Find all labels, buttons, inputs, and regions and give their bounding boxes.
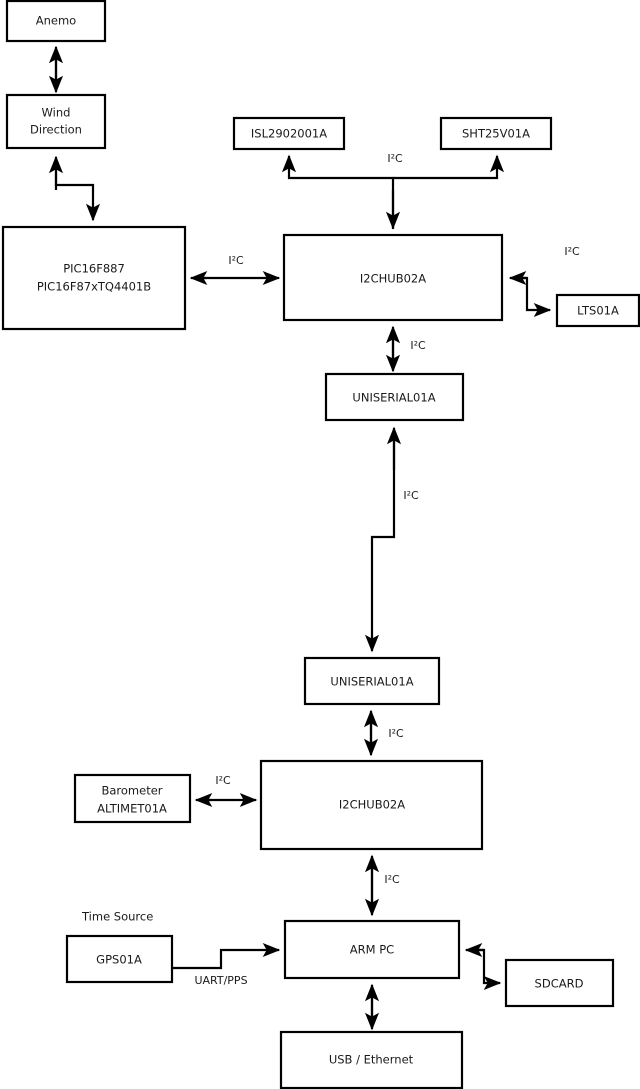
node-usb-ethernet[interactable]: USB / Ethernet — [279, 1030, 464, 1089]
node-barometer-altimet01a[interactable]: Barometer ALTIMET01A — [73, 773, 192, 824]
node-label-barometer-line2: ALTIMET01A — [97, 802, 167, 816]
edge-label-i2c-hub-lts: I²C — [564, 245, 580, 258]
node-label-anemo: Anemo — [36, 14, 76, 28]
label-time-source: Time Source — [81, 910, 153, 924]
node-label-uni-bot: UNISERIAL01A — [330, 675, 413, 689]
node-label-sdcard: SDCARD — [535, 977, 584, 991]
connection-gps-armpc — [172, 942, 281, 970]
node-label-sht: SHT25V01A — [462, 127, 530, 141]
node-label-hub-bot: I2CHUB02A — [339, 798, 405, 812]
connection-layer — [48, 45, 552, 1031]
edge-label-i2c-hub-armpc: I²C — [384, 873, 400, 886]
node-label-wind-line2: Direction — [30, 123, 82, 137]
node-anemo[interactable]: Anemo — [5, 0, 107, 43]
node-label-uni-top: UNISERIAL01A — [352, 391, 435, 405]
node-label-pic-line2: PIC16F87xTQ4401B — [37, 280, 151, 294]
edge-label-i2c-hub-uni: I²C — [410, 339, 426, 352]
node-label-armpc: ARM PC — [350, 943, 394, 957]
node-label-pic-line1: PIC16F887 — [63, 262, 125, 276]
edge-label-uart-pps: UART/PPS — [194, 974, 247, 987]
node-sht25v01a[interactable]: SHT25V01A — [439, 116, 553, 151]
connection-hub-sensors — [281, 154, 505, 230]
node-i2chub02a-bottom[interactable]: I2CHUB02A — [259, 759, 484, 851]
node-label-wind-line1: Wind — [42, 106, 71, 120]
node-lts01a[interactable]: LTS01A — [555, 293, 640, 328]
edge-label-i2c-sensors-top: I²C — [387, 152, 403, 165]
edge-label-layer: I²C I²C I²C I²C I²C I²C I²C I²C UART/PPS — [194, 152, 580, 987]
connection-uni-top-uni-bot — [364, 426, 402, 653]
node-isl2902001a[interactable]: ISL2902001A — [232, 116, 346, 151]
node-uniserial01a-top[interactable]: UNISERIAL01A — [324, 372, 465, 422]
connection-hub-lts — [508, 270, 552, 318]
node-pic-mcu[interactable]: PIC16F887 PIC16F87xTQ4401B — [1, 225, 187, 331]
node-label-barometer-line1: Barometer — [101, 784, 162, 798]
edge-label-i2c-uni-uni: I²C — [403, 489, 419, 502]
free-label-layer: Time Source — [81, 910, 153, 924]
node-label-usbeth: USB / Ethernet — [329, 1053, 414, 1067]
node-i2chub02a-top[interactable]: I2CHUB02A — [282, 233, 504, 322]
node-arm-pc[interactable]: ARM PC — [283, 919, 461, 980]
connection-armpc-sdcard — [464, 942, 502, 991]
node-wind-direction[interactable]: Wind Direction — [5, 93, 107, 150]
node-uniserial01a-bottom[interactable]: UNISERIAL01A — [303, 656, 441, 706]
node-label-hub-top: I2CHUB02A — [360, 272, 426, 286]
node-label-gps: GPS01A — [96, 953, 142, 967]
connection-pic-wind — [48, 155, 101, 222]
node-label-isl: ISL2902001A — [251, 127, 327, 141]
node-label-lts: LTS01A — [577, 304, 619, 318]
node-gps01a[interactable]: GPS01A — [65, 934, 174, 984]
edge-label-i2c-uni-hub-bot: I²C — [388, 727, 404, 740]
edge-label-i2c-pic-hub: I²C — [228, 254, 244, 267]
edge-label-i2c-barometer: I²C — [215, 774, 231, 787]
node-sdcard[interactable]: SDCARD — [504, 958, 615, 1008]
